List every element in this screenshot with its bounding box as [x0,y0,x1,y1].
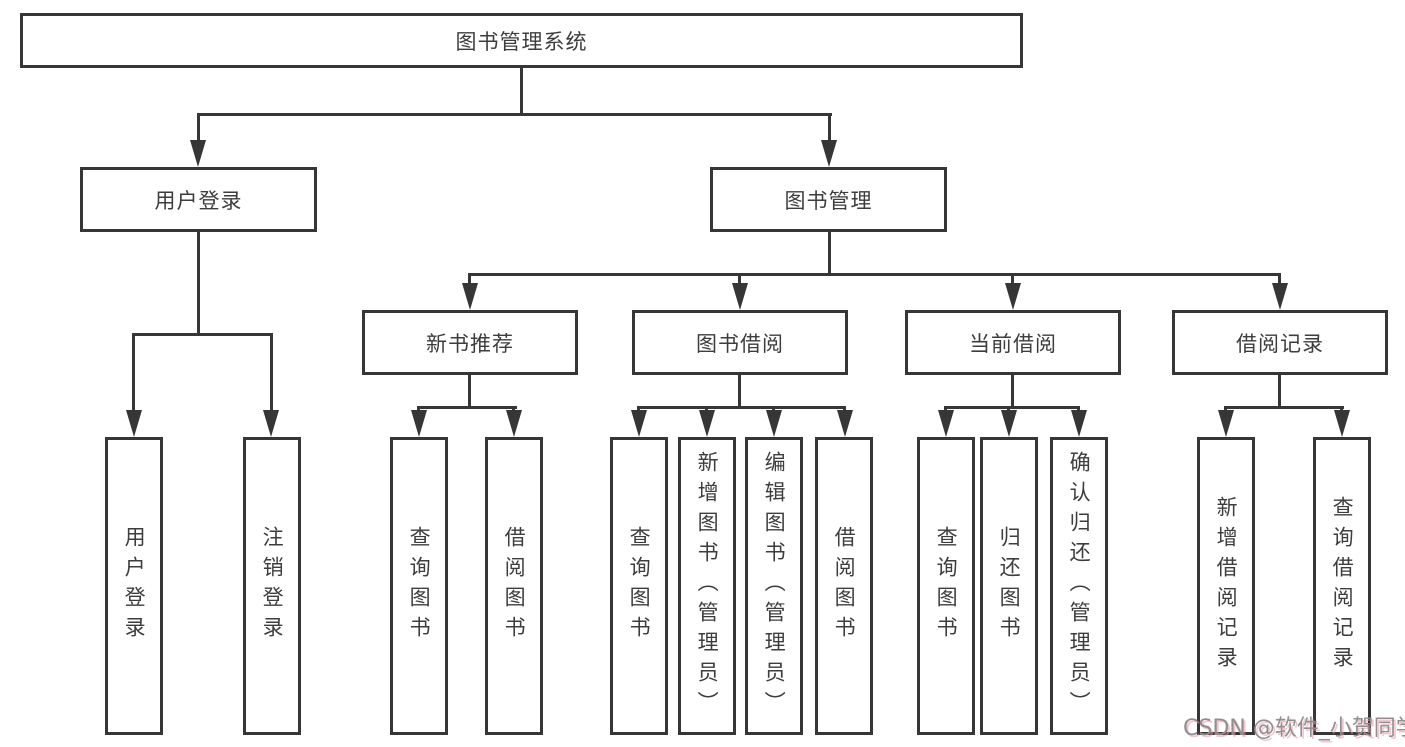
connector-to-user-login [197,113,200,145]
arrow-to-book-mgmt [821,140,837,167]
node-leaf-query-book-2-label: 查询图书 [627,526,652,646]
node-book-borrow: 图书借阅 [632,310,848,375]
connector-to-new-book-rec [468,273,471,287]
node-leaf-query-book-3-label: 查询图书 [934,526,959,646]
node-leaf-return-book: 归还图书 [980,437,1038,735]
node-book-borrow-label: 图书借阅 [696,331,784,356]
connector-new-book-rec-rail [417,406,517,409]
node-leaf-confirm-return: 确认归还（管理员） [1050,437,1108,735]
node-leaf-add-book-label: 新增图书（管理员） [695,451,720,721]
node-borrow-records-label: 借阅记录 [1236,331,1324,356]
node-leaf-return-book-label: 归还图书 [997,526,1022,646]
connector-current-borrow-stem [1011,375,1014,409]
node-new-book-rec-label: 新书推荐 [426,331,514,356]
connector-borrow-records-rail [1224,406,1344,409]
connector-book-borrow-rail [637,406,846,409]
arrow-to-borrow-book-2 [837,410,853,437]
arrow-to-query-book-3 [938,410,954,437]
connector-to-current-borrow [1011,273,1014,287]
node-current-borrow: 当前借阅 [905,310,1121,375]
node-leaf-query-book-2: 查询图书 [610,437,668,735]
connector-borrow-records-stem [1278,375,1281,409]
node-leaf-add-record: 新增借阅记录 [1197,437,1255,735]
node-leaf-query-book-1: 查询图书 [390,437,448,735]
node-leaf-logout-label: 注销登录 [260,526,285,646]
node-leaf-query-record-label: 查询借阅记录 [1330,496,1355,676]
arrow-to-return-book [1001,410,1017,437]
connector-to-borrow-records [1278,273,1281,287]
csdn-watermark: CSDN @软件_小贺同学 [1183,716,1405,741]
node-leaf-borrow-book-1: 借阅图书 [485,437,543,735]
connector-to-book-mgmt [828,113,831,145]
connector-book-borrow-stem [738,375,741,409]
connector-new-book-rec-stem [468,375,471,409]
connector-level1-rail [197,113,832,116]
arrow-to-new-book-rec [462,283,478,310]
arrow-to-add-book [699,410,715,437]
arrow-to-user-login [190,140,206,167]
connector-level2-rail [468,273,1281,276]
arrow-to-edit-book [766,410,782,437]
node-root-label: 图书管理系统 [455,29,588,54]
node-leaf-edit-book: 编辑图书（管理员） [745,437,803,735]
arrow-to-book-borrow [732,283,748,310]
connector-user-login-rail [132,333,273,336]
arrow-to-confirm-return [1071,410,1087,437]
node-user-login-label: 用户登录 [154,188,243,213]
arrow-to-leaf-logout [263,410,279,437]
connector-user-login-stem [197,232,200,336]
node-new-book-rec: 新书推荐 [362,310,578,375]
connector-book-mgmt-stem [828,232,831,276]
node-leaf-borrow-book-2-label: 借阅图书 [832,526,857,646]
node-book-mgmt: 图书管理 [710,167,947,232]
node-leaf-query-book-1-label: 查询图书 [407,526,432,646]
arrow-to-query-book-1 [411,410,427,437]
arrow-to-add-record [1218,410,1234,437]
arrow-to-borrow-book-1 [506,410,522,437]
node-borrow-records: 借阅记录 [1172,310,1388,375]
node-leaf-add-record-label: 新增借阅记录 [1214,496,1239,676]
node-user-login: 用户登录 [80,167,317,232]
connector-root-stem [520,68,523,115]
node-leaf-borrow-book-2: 借阅图书 [815,437,873,735]
arrow-to-query-book-2 [631,410,647,437]
node-leaf-user-login-label: 用户登录 [122,526,147,646]
arrow-to-current-borrow [1005,283,1021,310]
node-leaf-edit-book-label: 编辑图书（管理员） [762,451,787,721]
node-leaf-query-book-3: 查询图书 [917,437,975,735]
node-leaf-query-record: 查询借阅记录 [1313,437,1371,735]
node-current-borrow-label: 当前借阅 [969,331,1057,356]
node-root: 图书管理系统 [20,13,1023,68]
connector-to-book-borrow [738,273,741,287]
arrow-to-leaf-user-login [126,410,142,437]
connector-to-leaf-logout [270,333,273,415]
arrow-to-query-record [1334,410,1350,437]
connector-to-leaf-user-login [132,333,135,415]
node-book-mgmt-label: 图书管理 [784,188,873,213]
node-leaf-logout: 注销登录 [243,437,301,735]
connector-current-borrow-rail [944,406,1080,409]
node-leaf-borrow-book-1-label: 借阅图书 [502,526,527,646]
arrow-to-borrow-records [1272,283,1288,310]
node-leaf-user-login: 用户登录 [105,437,163,735]
node-leaf-confirm-return-label: 确认归还（管理员） [1067,451,1092,721]
node-leaf-add-book: 新增图书（管理员） [678,437,736,735]
